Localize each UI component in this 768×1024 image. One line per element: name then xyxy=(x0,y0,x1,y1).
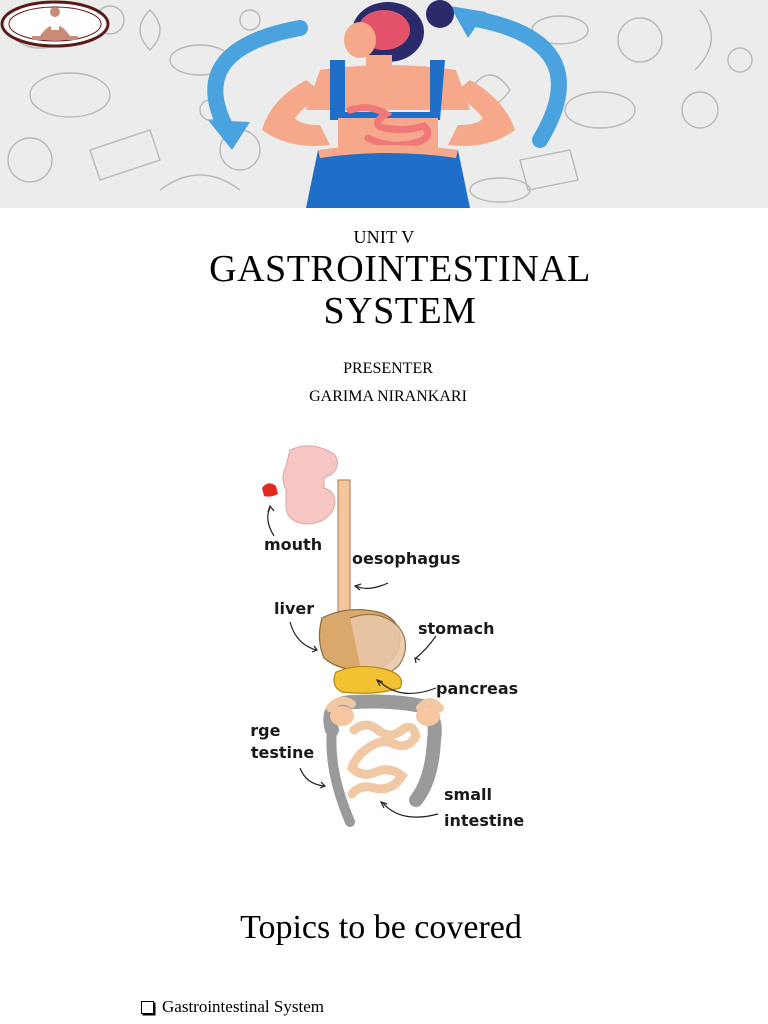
topic-item-label: Gastrointestinal System xyxy=(162,997,324,1016)
checkbox-bullet-icon xyxy=(141,1000,154,1014)
unit-label: UNIT V xyxy=(353,227,415,247)
page-title: GASTROINTESTINAL SYSTEM xyxy=(0,248,768,332)
banner-illustration xyxy=(7,0,753,208)
header-banner xyxy=(0,0,768,208)
tongue-icon xyxy=(262,483,278,497)
oesophagus-shape xyxy=(337,479,351,616)
presenter-name: GARIMA NIRANKARI xyxy=(309,388,467,405)
title-line-2: SYSTEM xyxy=(323,290,477,332)
cycle-arrow-icon xyxy=(207,20,308,143)
label-small-intestine-2: intestine xyxy=(444,811,524,830)
label-large-intestine-2: intestine xyxy=(250,743,314,762)
meditation-logo-icon xyxy=(0,0,110,48)
label-stomach: stomach xyxy=(418,619,495,638)
title-line-1: GASTROINTESTINAL xyxy=(209,248,591,290)
pancreas-shape xyxy=(333,665,403,694)
woman-figure xyxy=(262,0,515,208)
label-large-intestine-1: large xyxy=(250,721,281,740)
head-shape xyxy=(282,445,338,525)
label-mouth: mouth xyxy=(264,535,322,554)
label-small-intestine-1: small xyxy=(444,785,492,804)
label-liver: liver xyxy=(274,599,314,618)
small-intestine-shape xyxy=(346,720,421,799)
intestine-icon xyxy=(346,104,432,149)
digestive-system-diagram: mouth oesophagus liver stomach pancreas … xyxy=(250,445,524,830)
topics-heading: Topics to be covered xyxy=(240,909,522,946)
topic-list-item: Gastrointestinal System xyxy=(141,997,324,1017)
presenter-label: PRESENTER xyxy=(343,360,433,377)
label-oesophagus: oesophagus xyxy=(352,549,460,568)
label-pancreas: pancreas xyxy=(436,679,518,698)
